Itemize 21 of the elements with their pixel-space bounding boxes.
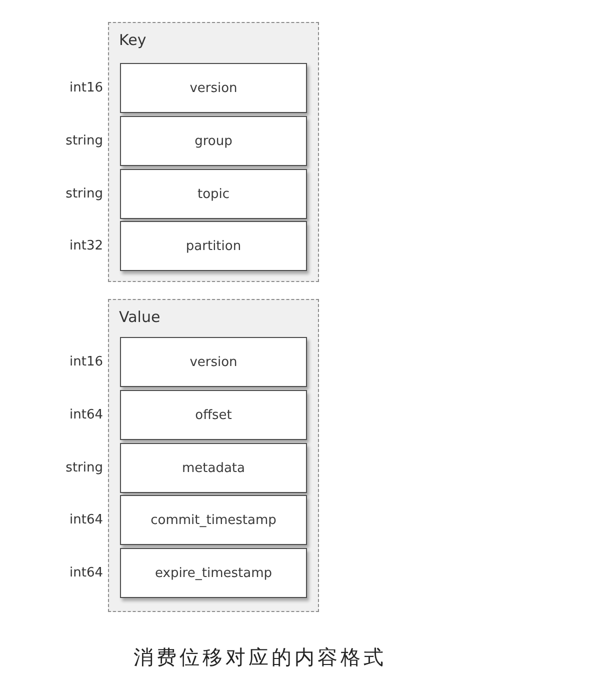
field-name: commit_timestamp: [150, 512, 276, 528]
field-name: offset: [195, 408, 232, 422]
field-name: topic: [197, 186, 230, 202]
field-name: group: [194, 134, 232, 148]
type-label: int32: [70, 238, 103, 254]
group-heading: Key: [119, 31, 146, 49]
group-heading: Value: [119, 308, 160, 326]
type-label: int64: [70, 408, 103, 422]
type-label: int64: [70, 566, 103, 580]
type-label: int16: [70, 80, 103, 96]
field-name: expire_timestamp: [154, 566, 272, 580]
field-name: version: [190, 354, 238, 370]
field-name: metadata: [182, 460, 245, 476]
type-label: int16: [70, 354, 103, 370]
type-label: string: [66, 460, 103, 476]
figure-caption: 消费位移对应的内容格式: [132, 646, 388, 671]
type-label: string: [66, 134, 103, 148]
type-label: int64: [70, 512, 103, 528]
field-name: version: [190, 80, 238, 96]
type-label: string: [66, 186, 103, 202]
field-name: partition: [186, 238, 242, 254]
